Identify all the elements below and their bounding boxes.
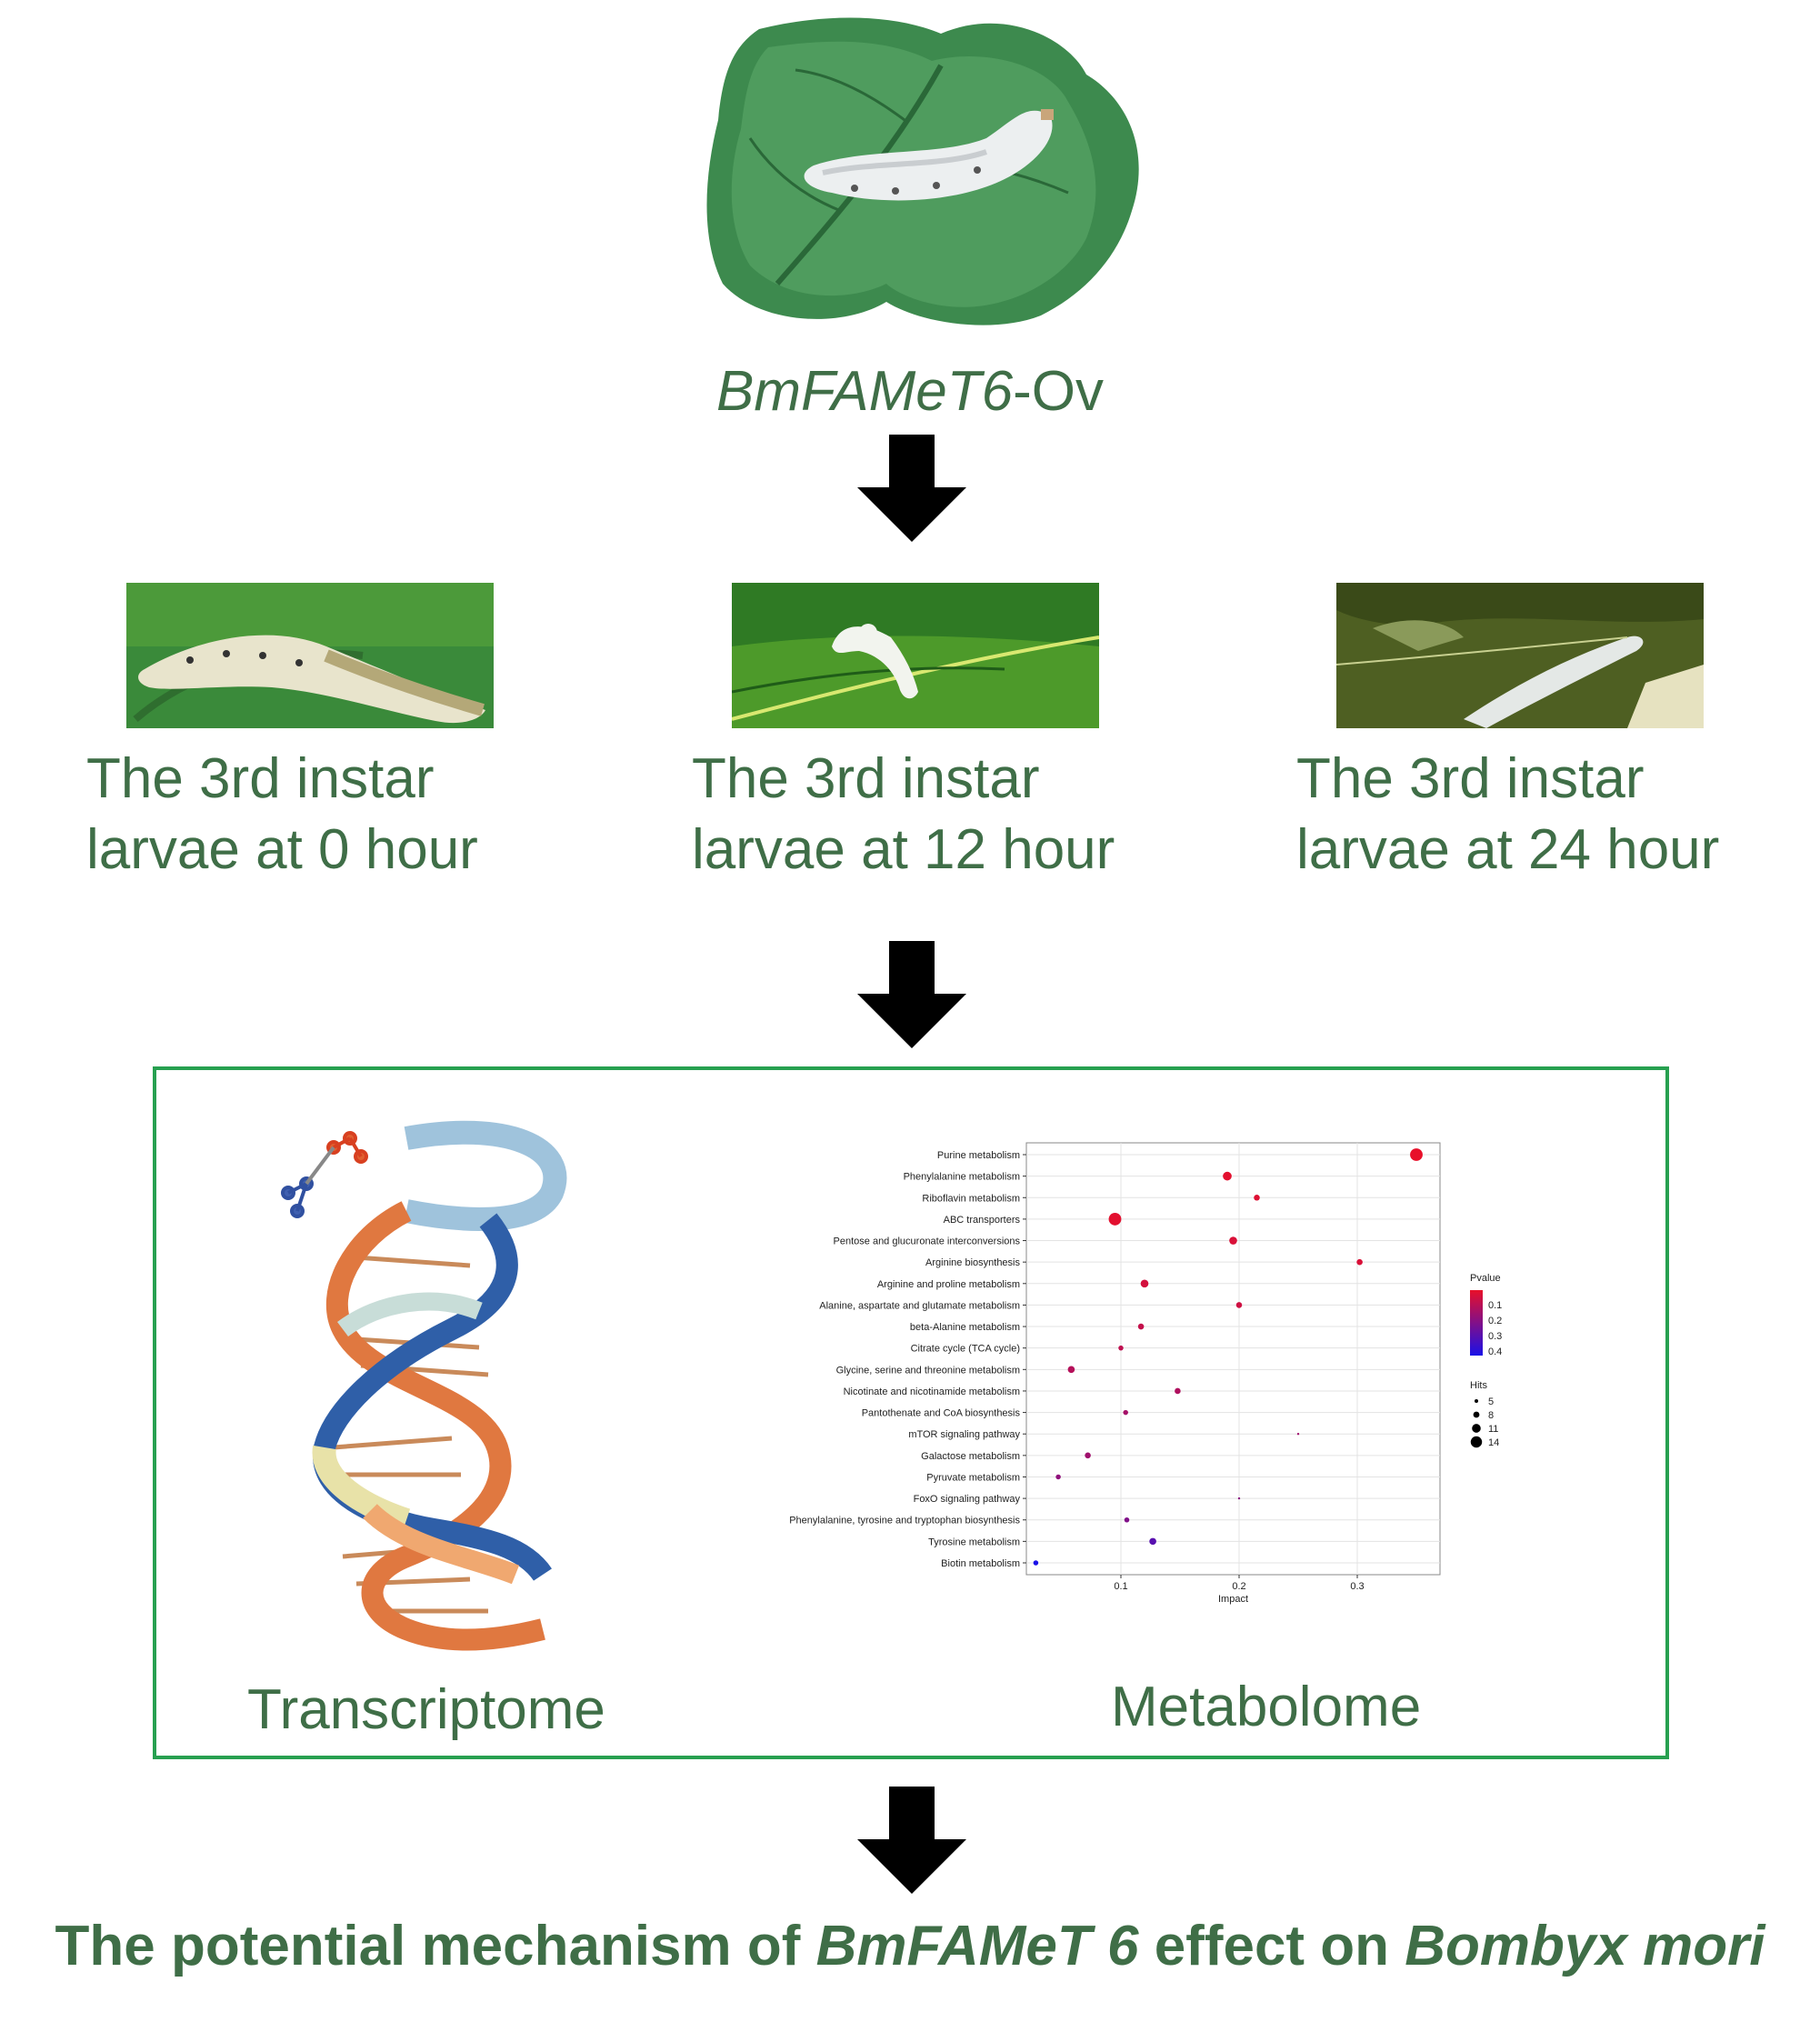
y-tick-label: Alanine, aspartate and glutamate metabol… [819, 1300, 1020, 1311]
y-tick-label: Biotin metabolism [941, 1558, 1020, 1569]
data-point [1237, 1496, 1241, 1500]
data-point [1223, 1171, 1232, 1181]
down-arrow-icon [857, 1787, 966, 1894]
legend-hits-marker [1473, 1411, 1480, 1418]
silkworm-on-leaf-illustration [706, 17, 1139, 325]
stage-caption-line2: larvae at 0 hour [86, 818, 478, 881]
conclusion-part1: The potential mechanism of [55, 1915, 816, 1977]
legend-title-pvalue: Pvalue [1470, 1273, 1501, 1284]
data-point [1055, 1474, 1061, 1480]
stage-caption-line1: The 3rd instar [1296, 747, 1645, 810]
y-tick-label: Nicotinate and nicotinamide metabolism [844, 1386, 1020, 1397]
data-point [1123, 1409, 1128, 1416]
y-tick-label: Glycine, serine and threonine metabolism [836, 1365, 1020, 1376]
data-point [1229, 1236, 1237, 1245]
y-tick-label: ABC transporters [944, 1215, 1021, 1226]
larva-photo-24h [1336, 583, 1704, 728]
data-point [1356, 1258, 1363, 1266]
data-point [1140, 1279, 1149, 1288]
transcriptome-label: Transcriptome [247, 1678, 605, 1741]
conclusion-part2: effect on [1138, 1915, 1405, 1977]
y-tick-label: Arginine and proline metabolism [877, 1279, 1020, 1290]
x-tick-label: 0.3 [1350, 1581, 1364, 1592]
stage-caption-12h: The 3rd instar larvae at 12 hour [692, 744, 1115, 886]
legend-hits-marker [1474, 1398, 1479, 1404]
construct-label: BmFAMeT6-Ov [0, 359, 1820, 424]
legend-pvalue-tick: 0.3 [1488, 1331, 1502, 1342]
stage-caption-24h: The 3rd instar larvae at 24 hour [1296, 744, 1719, 886]
data-point [1254, 1194, 1260, 1201]
y-tick-label: Pyruvate metabolism [926, 1472, 1020, 1483]
y-tick-label: Purine metabolism [937, 1150, 1020, 1161]
stage-caption-line1: The 3rd instar [86, 747, 435, 810]
conclusion-title: The potential mechanism of BmFAMeT 6 eff… [0, 1914, 1820, 1978]
legend-pvalue-tick: 0.2 [1488, 1316, 1502, 1326]
y-tick-label: Phenylalanine, tyrosine and tryptophan b… [789, 1516, 1020, 1527]
larva-photo-12h [732, 583, 1099, 728]
legend-hits-tick: 8 [1488, 1410, 1494, 1421]
data-point [1296, 1433, 1300, 1436]
y-tick-label: Galactose metabolism [921, 1451, 1020, 1462]
metabolome-label: Metabolome [1111, 1676, 1422, 1738]
legend-hits-tick: 14 [1488, 1437, 1499, 1448]
legend-hits-tick: 5 [1488, 1396, 1494, 1407]
conclusion-species: Bombyx mori [1405, 1915, 1765, 1977]
y-tick-label: mTOR signaling pathway [908, 1429, 1020, 1440]
stage-caption-line2: larvae at 12 hour [692, 818, 1115, 881]
y-tick-label: Arginine biosynthesis [925, 1257, 1020, 1268]
plot-panel [1025, 1142, 1441, 1576]
conclusion-gene: BmFAMeT 6 [815, 1915, 1139, 1977]
data-point [1149, 1537, 1156, 1546]
x-tick-label: 0.1 [1114, 1581, 1127, 1592]
dna-helix-illustration [281, 1120, 567, 1651]
construct-name: BmFAMeT6 [716, 360, 1014, 423]
x-tick-label: 0.2 [1232, 1581, 1245, 1592]
construct-suffix: -Ov [1013, 360, 1104, 423]
y-tick-label: Pentose and glucuronate interconversions [834, 1236, 1021, 1247]
data-point [1235, 1302, 1243, 1308]
y-tick-label: Riboflavin metabolism [922, 1193, 1020, 1204]
data-point [1067, 1366, 1075, 1374]
y-tick-label: Phenylalanine metabolism [904, 1172, 1020, 1183]
legend-pvalue-tick: 0.4 [1488, 1346, 1502, 1357]
x-axis-label: Impact [1218, 1594, 1248, 1605]
larva-photo-0h [126, 583, 494, 728]
data-point [1175, 1387, 1181, 1395]
legend-pvalue-tick: 0.1 [1488, 1300, 1502, 1311]
y-tick-label: FoxO signaling pathway [914, 1494, 1021, 1505]
data-point [1085, 1452, 1091, 1459]
data-point [1410, 1148, 1423, 1161]
legend-hits-tick: 11 [1488, 1424, 1498, 1435]
legend-hits-marker [1472, 1424, 1481, 1433]
stage-caption-0h: The 3rd instar larvae at 0 hour [86, 744, 478, 886]
stage-caption-line1: The 3rd instar [692, 747, 1040, 810]
data-point [1108, 1212, 1122, 1226]
y-tick-label: beta-Alanine metabolism [910, 1322, 1020, 1333]
y-tick-label: Tyrosine metabolism [928, 1537, 1020, 1547]
stage-caption-line2: larvae at 24 hour [1296, 818, 1720, 881]
legend-colorbar [1470, 1290, 1483, 1356]
legend-title-hits: Hits [1470, 1380, 1487, 1391]
data-point [1118, 1345, 1124, 1351]
down-arrow-icon [857, 435, 966, 542]
data-point [1033, 1560, 1039, 1566]
down-arrow-icon [857, 941, 966, 1048]
data-point [1137, 1323, 1145, 1330]
data-point [1124, 1516, 1130, 1523]
y-tick-label: Pantothenate and CoA biosynthesis [862, 1408, 1021, 1419]
y-tick-label: Citrate cycle (TCA cycle) [911, 1344, 1020, 1355]
legend-hits-marker [1470, 1436, 1483, 1448]
